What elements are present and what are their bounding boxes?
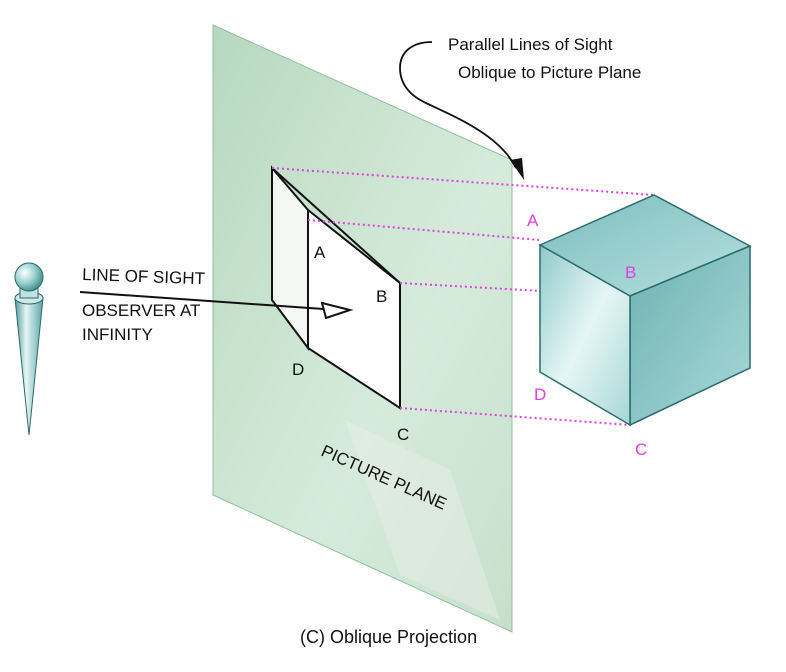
sight-arrowhead-icon [320, 301, 354, 320]
callout-leader [399, 41, 524, 180]
observer-label-line1: OBSERVER AT [82, 301, 200, 320]
callout-line1: Parallel Lines of Sight [448, 35, 613, 54]
observer-figure-icon [14, 262, 44, 436]
cube-label-b: B [625, 263, 636, 282]
cube-label-a: A [527, 211, 539, 230]
projector-a [307, 219, 541, 241]
projection-label-b: B [376, 287, 387, 306]
line-of-sight [79, 291, 339, 311]
cube-label-c: C [635, 440, 647, 459]
figure-caption: (C) Oblique Projection [300, 627, 477, 647]
projection-label-a: A [314, 243, 326, 262]
cube-object [538, 194, 752, 427]
line-of-sight-label: LINE OF SIGHT [82, 265, 205, 288]
projector-c [399, 407, 631, 426]
projection-label-c: C [397, 425, 409, 444]
cube-label-d: D [534, 385, 546, 404]
projector-top [271, 167, 655, 196]
cube-front-face [539, 243, 631, 427]
callout-line2: Oblique to Picture Plane [458, 63, 641, 82]
projection-receding-face [271, 165, 309, 351]
projection-diagonal [271, 167, 401, 284]
callout-arrowhead-icon [510, 158, 524, 180]
plane-light-band [345, 420, 500, 620]
projection-label-d: D [292, 360, 304, 379]
observer-label-line2: INFINITY [82, 325, 153, 344]
